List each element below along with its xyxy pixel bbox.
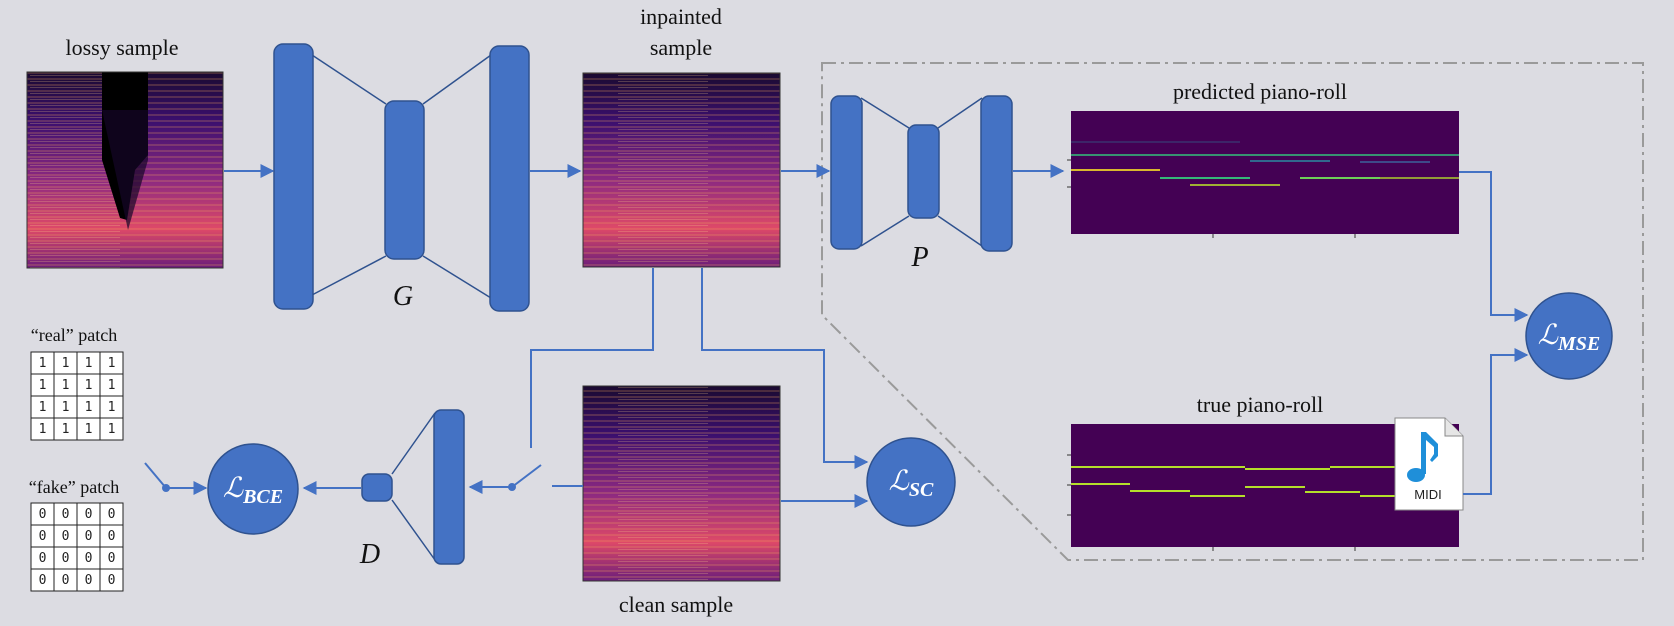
svg-text:ℒMSE: ℒMSE [1538, 320, 1600, 355]
patch-cell-value: 1 [62, 356, 70, 371]
discriminator-symbol: D [359, 539, 380, 570]
patch-cell-value: 0 [62, 573, 70, 588]
patch-cell-value: 0 [39, 573, 47, 588]
patch-cell-value: 0 [108, 529, 116, 544]
generator-network [273, 43, 530, 312]
bce-loss-subscript: BCE [242, 486, 283, 508]
patch-cell [99, 568, 124, 592]
mse-loss-symbol: ℒ [1538, 320, 1559, 351]
inpainted-sample-label-line1: inpainted [640, 4, 722, 29]
transcriber-network [830, 95, 1013, 252]
patch-cell-value: 0 [108, 573, 116, 588]
generator-symbol: G [393, 281, 413, 312]
patch-cell-value: 0 [108, 551, 116, 566]
arrow-inpainted-to-sc [701, 268, 869, 469]
arrow-true-to-mse [1463, 348, 1529, 495]
patch-cell-value: 1 [85, 378, 93, 393]
patch-cell-value: 1 [62, 400, 70, 415]
patch-cell-value: 0 [39, 529, 47, 544]
transcription-region-border [821, 62, 1644, 561]
patch-cell-value: 1 [108, 400, 116, 415]
patch-cell-value: 0 [85, 507, 93, 522]
patch-cell-value: 0 [39, 507, 47, 522]
patch-cell-value: 1 [85, 356, 93, 371]
inpainted-sample-spectrogram [582, 72, 781, 268]
true-pianoroll [1067, 424, 1459, 551]
music-note-icon [1407, 432, 1438, 482]
patch-cell-value: 1 [108, 356, 116, 371]
patch-cell-value: 0 [85, 529, 93, 544]
svg-text:ℒSC: ℒSC [889, 466, 934, 501]
patch-cell-value: 0 [62, 529, 70, 544]
patch-cell-value: 0 [62, 507, 70, 522]
patch-cell [99, 417, 124, 441]
patch-cell-value: 0 [108, 507, 116, 522]
patch-cell-value: 1 [62, 378, 70, 393]
patch-cell-value: 0 [39, 551, 47, 566]
patch-cell-value: 1 [108, 422, 116, 437]
patch-cell-value: 1 [39, 400, 47, 415]
inpainted-sample-label-line2: sample [650, 35, 712, 60]
mse-loss-subscript: MSE [1557, 333, 1600, 355]
patch-cell-value: 1 [39, 422, 47, 437]
patch-cell-value: 1 [85, 400, 93, 415]
transcriber-symbol: P [910, 242, 928, 273]
clean-sample-spectrogram [582, 385, 781, 582]
patch-cell-value: 0 [85, 551, 93, 566]
bce-loss-node: ℒBCE [207, 443, 299, 535]
connector-inpainted-to-switch [530, 268, 654, 448]
predicted-pianoroll [1067, 111, 1459, 238]
patch-cell-value: 1 [39, 378, 47, 393]
patch-cell-value: 0 [62, 551, 70, 566]
midi-label: MIDI [1414, 487, 1441, 502]
patch-cell-value: 1 [39, 356, 47, 371]
patch-cell-value: 1 [85, 422, 93, 437]
patch-cell-value: 1 [108, 378, 116, 393]
sc-loss-node: ℒSC [866, 437, 956, 527]
sc-loss-subscript: SC [909, 479, 934, 501]
input-switch [508, 464, 542, 491]
midi-file-icon: MIDI [1394, 417, 1464, 511]
mse-loss-node: ℒMSE [1525, 292, 1613, 380]
lossy-sample-spectrogram [26, 71, 224, 269]
true-pianoroll-label: true piano-roll [1197, 392, 1323, 417]
arrow-predicted-to-mse [1459, 171, 1529, 322]
sc-loss-symbol: ℒ [889, 466, 910, 497]
predicted-pianoroll-label: predicted piano-roll [1173, 79, 1347, 104]
clean-sample-label: clean sample [619, 592, 733, 617]
svg-text:ℒBCE: ℒBCE [223, 473, 283, 508]
bce-loss-symbol: ℒ [223, 473, 244, 504]
patch-cell-value: 0 [85, 573, 93, 588]
discriminator-network [361, 409, 465, 565]
fake-patch-label: “fake” patch [29, 477, 119, 497]
real-patch-label: “real” patch [31, 325, 117, 345]
patch-cell-value: 1 [62, 422, 70, 437]
lossy-sample-label: lossy sample [65, 35, 178, 60]
